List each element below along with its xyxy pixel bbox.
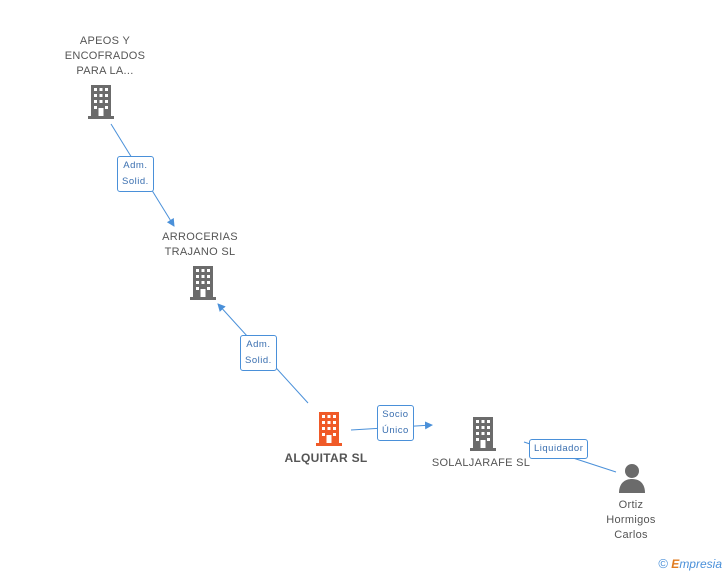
edge-label-line: Adm. (123, 160, 148, 171)
node-label-arrocerias[interactable]: ARROCERIAS TRAJANO SL (145, 230, 255, 260)
edge-label-line: Solid. (245, 355, 272, 366)
edge-label-line: Solid. (122, 176, 149, 187)
building-icon[interactable] (468, 417, 498, 451)
node-label-line: APEOS Y (79, 35, 131, 47)
copyright-symbol: © (658, 556, 668, 571)
node-label-line: SOLALJARAFE SL (431, 457, 531, 469)
edge-label-line: Socio (382, 409, 409, 420)
node-label-line: ARROCERIAS (162, 231, 238, 243)
building-icon[interactable] (188, 266, 218, 300)
node-label-alquitar[interactable]: ALQUITAR SL (266, 451, 386, 466)
node-label-line: ALQUITAR SL (284, 451, 368, 465)
person-icon[interactable] (617, 463, 647, 493)
edge-label-line: Liquidador (534, 443, 584, 454)
edge-label-apeos-arrocerias[interactable]: Adm. Solid. (117, 156, 154, 192)
node-label-line: PARA LA... (76, 65, 134, 77)
node-label-solaljarafe[interactable]: SOLALJARAFE SL (421, 456, 541, 471)
edge-label-alquitar-arrocerias[interactable]: Adm. Solid. (240, 335, 277, 371)
node-label-ortiz[interactable]: Ortiz Hormigos Carlos (586, 498, 676, 543)
brand-initial: E (671, 557, 680, 571)
edge-label-ortiz-solaljarafe[interactable]: Liquidador (529, 439, 589, 459)
node-label-line: Ortiz (618, 499, 644, 511)
node-label-line: TRAJANO SL (164, 246, 236, 258)
building-icon-main[interactable] (314, 412, 344, 446)
edge-label-line: Único (382, 425, 409, 436)
node-label-apeos[interactable]: APEOS Y ENCOFRADOS PARA LA... (50, 34, 160, 79)
node-label-line: Hormigos (606, 514, 656, 526)
brand-rest: mpresia (679, 557, 722, 571)
node-label-line: Carlos (614, 529, 648, 541)
empresia-logo[interactable]: © Empresia (658, 556, 722, 571)
node-label-line: ENCOFRADOS (64, 50, 146, 62)
building-icon[interactable] (86, 85, 116, 119)
edge-label-line: Adm. (246, 339, 271, 350)
edge-label-alquitar-solaljarafe[interactable]: Socio Único (377, 405, 414, 441)
